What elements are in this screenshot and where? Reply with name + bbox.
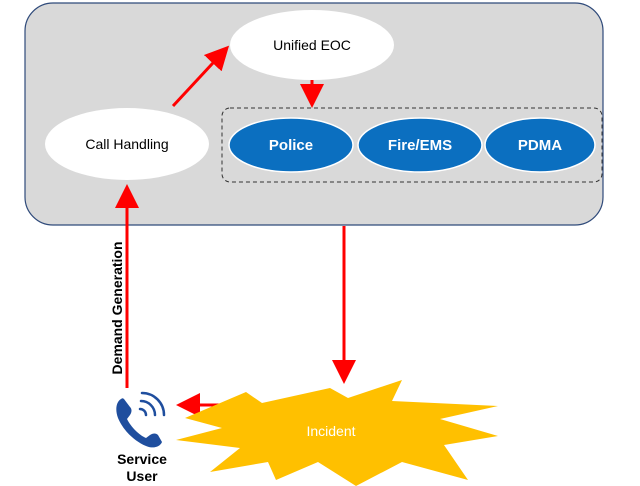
service-user-label-line2: User xyxy=(126,468,158,484)
call-handling-node: Call Handling xyxy=(45,108,209,180)
police-node: Police xyxy=(228,117,354,173)
arrow-call-handling-to-eoc xyxy=(171,45,230,108)
incident-label: Incident xyxy=(306,423,355,439)
phone-icon xyxy=(116,391,166,448)
pdma-label: PDMA xyxy=(518,137,562,154)
call-handling-label: Call Handling xyxy=(85,136,168,152)
service-user-label-line1: Service xyxy=(117,451,167,467)
incident-burst: Incident xyxy=(176,380,498,486)
fire-ems-label: Fire/EMS xyxy=(388,137,452,154)
demand-generation-label: Demand Generation xyxy=(109,241,125,374)
police-label: Police xyxy=(269,137,313,154)
fire-ems-node: Fire/EMS xyxy=(357,117,483,173)
pdma-node: PDMA xyxy=(484,117,596,173)
agency-group xyxy=(221,107,603,183)
unified-eoc-node: Unified EOC xyxy=(230,10,394,80)
unified-eoc-label: Unified EOC xyxy=(273,37,351,53)
